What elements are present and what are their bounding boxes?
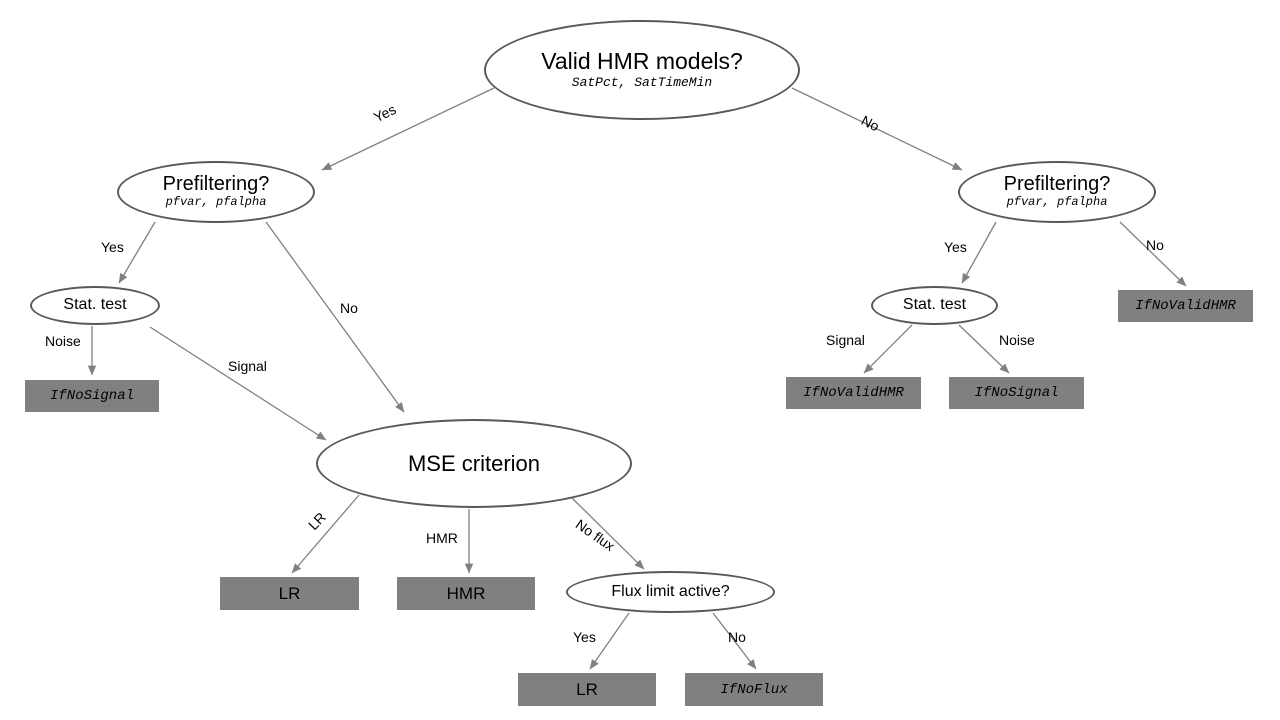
edge-label-mse-noflux: No flux <box>572 516 618 555</box>
edge-label-stat-right-noise: Noise <box>999 332 1035 348</box>
node-valid-hmr-models[interactable]: Valid HMR models? SatPct, SatTimeMin <box>484 20 800 120</box>
edge-prefilter-left-no <box>265 221 405 413</box>
edge-label-flux-yes: Yes <box>573 629 596 645</box>
node-flux-limit-active[interactable]: Flux limit active? <box>566 571 775 613</box>
node-params: pfvar, pfalpha <box>1006 195 1108 210</box>
edge-flux-yes <box>589 612 630 670</box>
node-params: pfvar, pfalpha <box>165 195 267 210</box>
edge-label-prefilter-right-no: No <box>1146 237 1164 253</box>
node-stat-test-left[interactable]: Stat. test <box>30 286 160 325</box>
node-title: Prefiltering? <box>162 173 270 196</box>
edge-mse-lr <box>291 494 360 574</box>
edge-prefilter-right-yes <box>961 221 997 284</box>
edge-label-mse-lr: LR <box>305 509 329 534</box>
edge-stat-left-signal <box>149 326 327 441</box>
edge-label-flux-no: No <box>728 629 746 645</box>
node-prefiltering-left[interactable]: Prefiltering? pfvar, pfalpha <box>117 161 315 223</box>
node-title: Valid HMR models? <box>541 48 743 75</box>
terminal-ifnovalidhmr-right-top[interactable]: IfNoValidHMR <box>1118 290 1253 322</box>
edge-label-stat-left-signal: Signal <box>228 358 267 374</box>
edge-label-root-yes: Yes <box>371 100 399 126</box>
edge-root-yes <box>321 87 495 171</box>
terminal-ifnoflux[interactable]: IfNoFlux <box>685 673 823 706</box>
terminal-lr-from-mse[interactable]: LR <box>220 577 359 610</box>
edge-label-stat-right-signal: Signal <box>826 332 865 348</box>
node-stat-test-right[interactable]: Stat. test <box>871 286 998 325</box>
node-prefiltering-right[interactable]: Prefiltering? pfvar, pfalpha <box>958 161 1156 223</box>
node-title: Stat. test <box>63 296 127 314</box>
edge-label-root-no: No <box>858 112 882 135</box>
node-title: MSE criterion <box>407 450 541 476</box>
node-title: Prefiltering? <box>1003 173 1111 196</box>
node-params: SatPct, SatTimeMin <box>571 75 713 91</box>
edge-stat-right-signal <box>863 324 913 374</box>
node-title: Flux limit active? <box>611 582 730 600</box>
terminal-hmr-from-mse[interactable]: HMR <box>397 577 535 610</box>
edge-label-prefilter-left-no: No <box>340 300 358 316</box>
terminal-ifnosignal-right[interactable]: IfNoSignal <box>949 377 1084 409</box>
edge-label-prefilter-right-yes: Yes <box>944 239 967 255</box>
node-title: Stat. test <box>902 296 967 314</box>
edge-label-prefilter-left-yes: Yes <box>101 239 124 255</box>
terminal-lr-from-flux[interactable]: LR <box>518 673 656 706</box>
edge-prefilter-right-no <box>1119 221 1187 287</box>
edge-label-mse-hmr: HMR <box>426 530 458 546</box>
terminal-ifnovalidhmr-right-bottom[interactable]: IfNoValidHMR <box>786 377 921 409</box>
edge-prefilter-left-yes <box>118 221 156 284</box>
edge-label-stat-left-noise: Noise <box>45 333 81 349</box>
node-mse-criterion[interactable]: MSE criterion <box>316 419 632 508</box>
terminal-ifnosignal-left[interactable]: IfNoSignal <box>25 380 159 412</box>
